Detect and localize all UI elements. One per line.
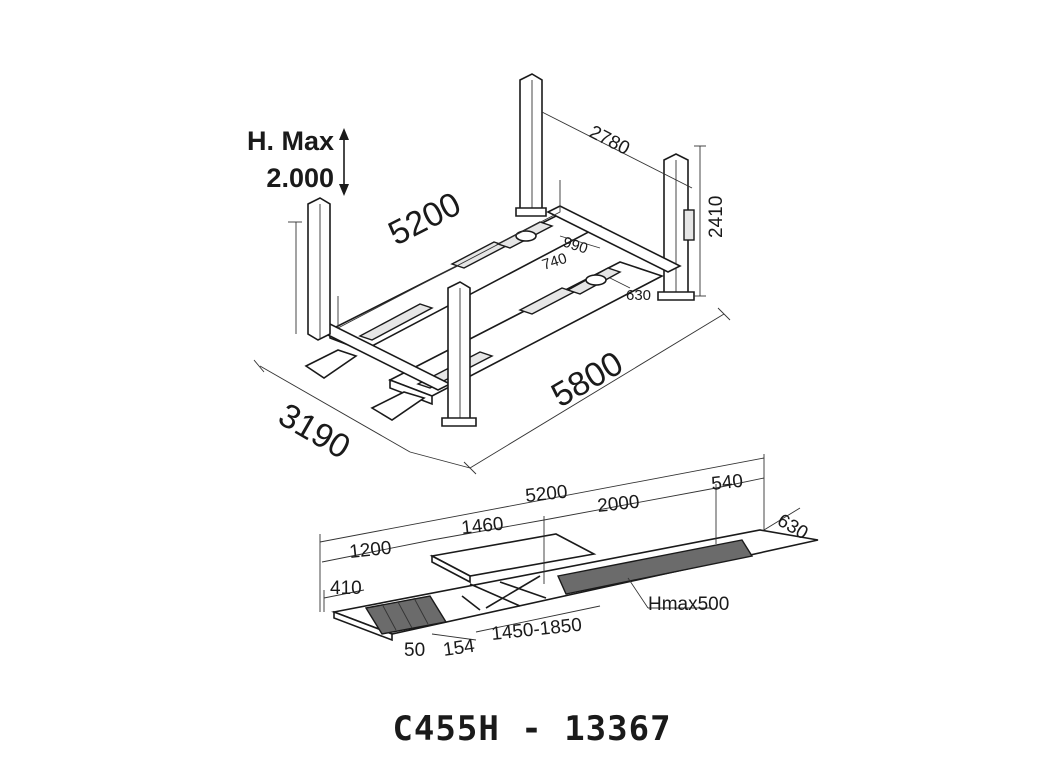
dim-1460: 1460 xyxy=(460,514,504,539)
runway-jack-view: 5200 2000 540 630 1460 1200 410 50 154 1… xyxy=(319,454,819,661)
column-back-left xyxy=(515,73,547,217)
front-turntable-plate xyxy=(364,595,448,635)
ramp-right xyxy=(370,391,426,421)
dimension-lines-top xyxy=(253,111,731,475)
dim-runway-length: 5200 xyxy=(382,185,467,253)
height-max-label: H. Max xyxy=(247,126,334,156)
dim-range: 1450-1850 xyxy=(490,615,583,645)
ramp-left xyxy=(304,349,358,379)
dim-column-spacing: 2780 xyxy=(586,122,633,160)
rear-slip-plate xyxy=(557,539,754,595)
column-front-right xyxy=(441,281,477,427)
crossbeam-rear xyxy=(546,205,682,273)
column-back-right xyxy=(657,153,695,301)
dim-column-height: 2410 xyxy=(706,196,727,238)
dim-410: 410 xyxy=(330,578,362,599)
dim-154: 154 xyxy=(442,636,477,661)
dim-2000: 2000 xyxy=(596,492,640,517)
dim-540: 540 xyxy=(710,471,744,495)
column-front-left xyxy=(307,197,331,341)
dim-overall-width: 3190 xyxy=(272,396,357,467)
scissor-mechanism xyxy=(461,575,547,611)
hmax-label: Hmax500 xyxy=(648,594,729,615)
dim-50: 50 xyxy=(404,640,425,661)
height-max-value: 2.000 xyxy=(266,163,334,193)
dim-total-length: 5200 xyxy=(524,482,568,507)
height-arrow-icon xyxy=(339,128,349,196)
dimension-lines-bottom xyxy=(319,454,801,641)
dim-630-top: 630 xyxy=(626,287,651,304)
dim-1200: 1200 xyxy=(348,538,392,563)
dim-overall-length: 5800 xyxy=(545,344,630,415)
dim-990: 990 xyxy=(561,234,590,258)
model-caption: C455H - 13367 xyxy=(392,709,671,749)
dim-740: 740 xyxy=(540,250,569,274)
four-post-lift-iso-view: H. Max 2.000 5200 2780 2410 5800 3190 99… xyxy=(247,73,731,475)
